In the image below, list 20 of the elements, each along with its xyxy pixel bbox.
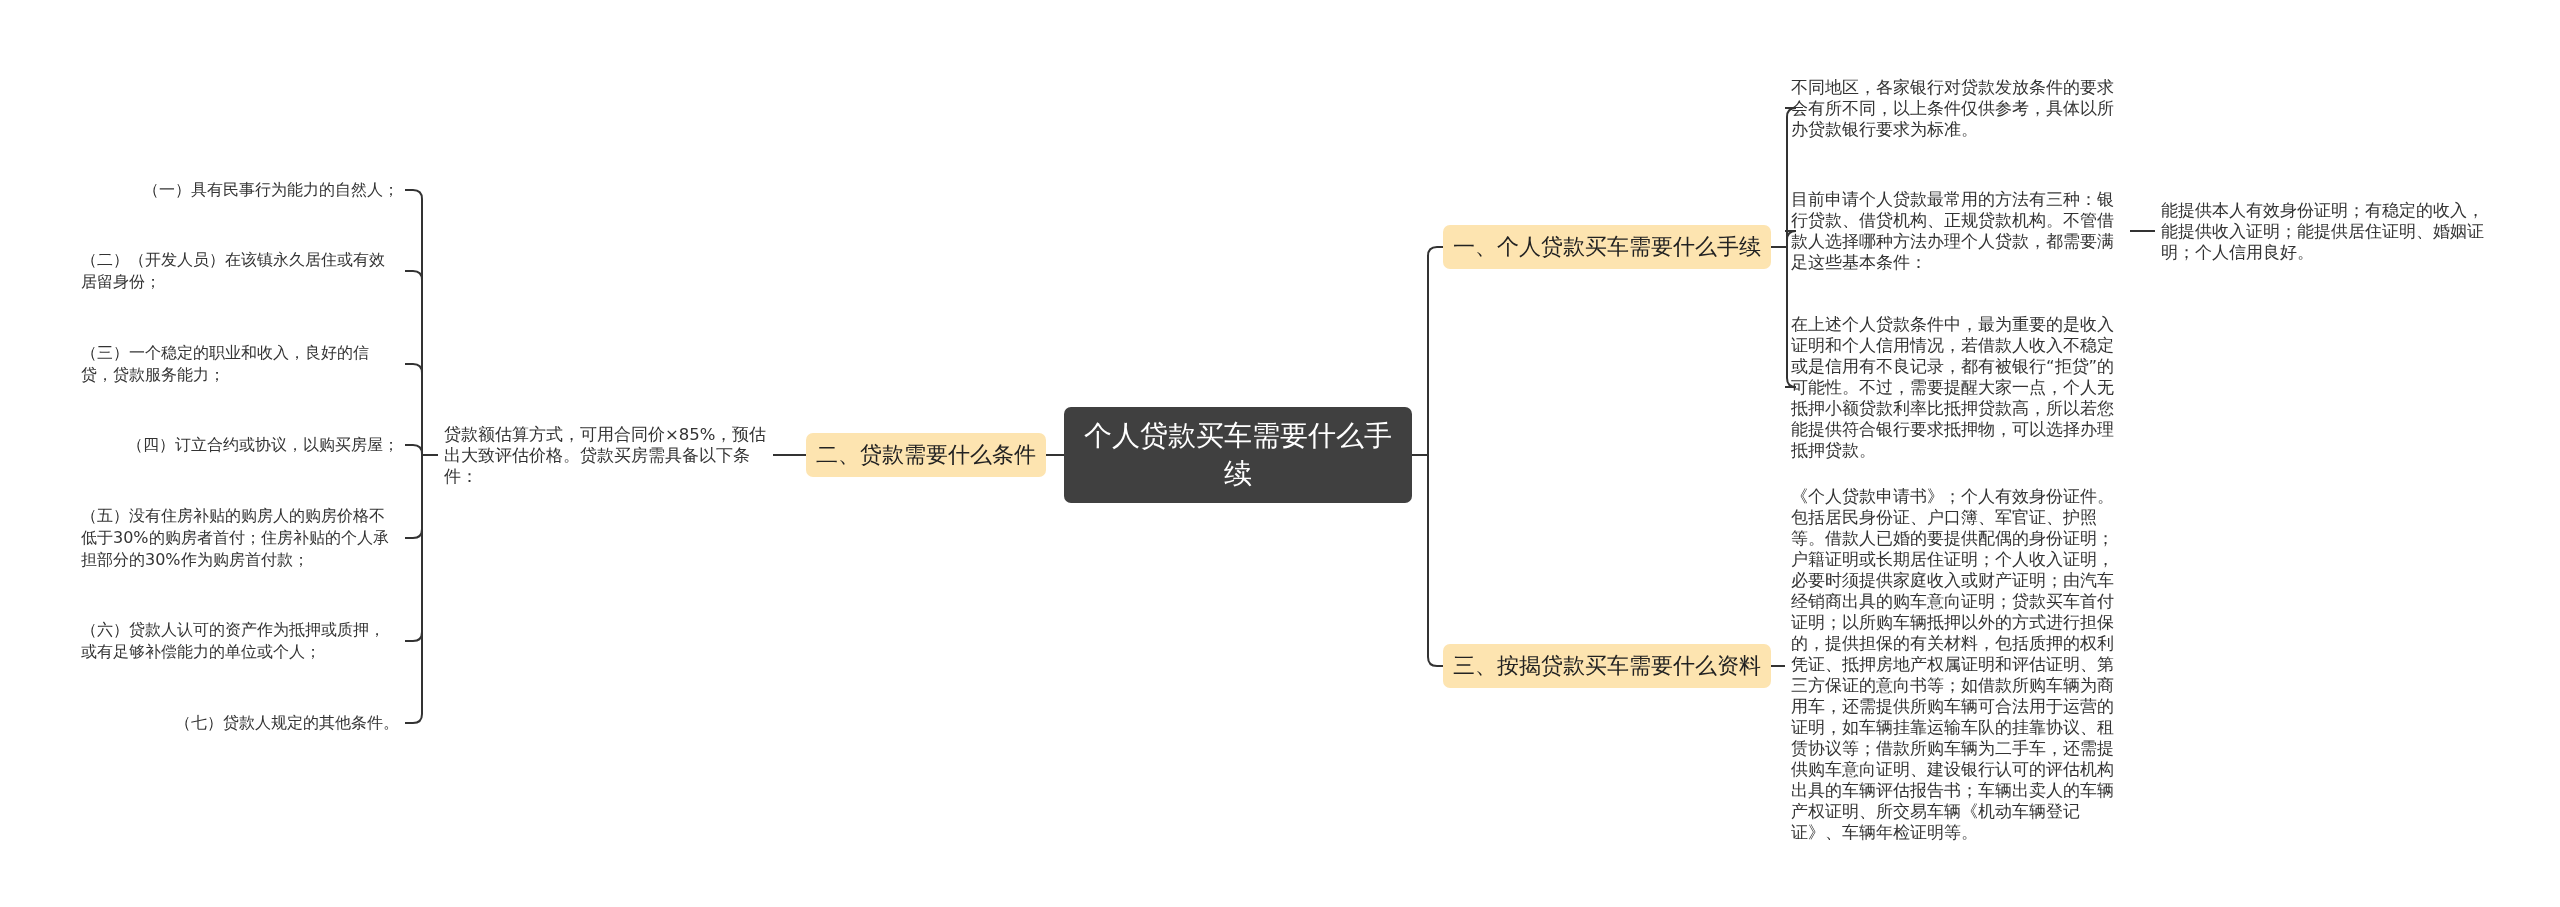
central-topic: 个人贷款买车需要什么手续 xyxy=(1064,407,1412,503)
note-text: 在上述个人贷款条件中，最为重要的是收入证明和个人信用情况，若借款人收入不稳定或是信用有不良记录，都有被银行“拒贷”的可能性。不过，需要提醒大家一点，个人无抵押小额贷款利率比抵押贷款高，所以若您能提供符合银行要求抵押物，可以选择办理抵押贷款。 xyxy=(1785,311,2130,463)
connector-line xyxy=(1045,454,1065,456)
connector-line xyxy=(2129,230,2156,232)
note-text: 能提供本人有效身份证明；有稳定的收入，能提供收入证明；能提供居住证明、婚姻证明；个人信用良好。 xyxy=(2155,197,2505,265)
connector-line xyxy=(1770,665,1786,667)
note-text: （二）（开发人员）在该镇永久居住或有效居留身份； xyxy=(75,247,405,295)
note-text: （七）贷款人规定的其他条件。 xyxy=(169,710,405,736)
note-text: 目前申请个人贷款最常用的方法有三种：银行贷款、借贷机构、正规贷款机构。不管借款人选择哪种方法办理个人贷款，都需要满足这些基本条件： xyxy=(1785,187,2130,275)
connector-line xyxy=(772,454,807,456)
topic-box: 二、贷款需要什么条件 xyxy=(806,433,1046,477)
note-text: 贷款额估算方式，可用合同价×85%，预估出大致评估价格。贷款买房需具备以下条件： xyxy=(438,421,773,489)
note-text: （三）一个稳定的职业和收入，良好的信贷，贷款服务能力； xyxy=(75,340,405,388)
note-text: （五）没有住房补贴的购房人的购房价格不低于30%的购房者首付；住房补贴的个人承担部分的30%作为购房首付款； xyxy=(75,503,405,573)
topic-box: 三、按揭贷款买车需要什么资料 xyxy=(1443,644,1771,688)
note-text: （六）贷款人认可的资产作为抵押或质押，或有足够补偿能力的单位或个人； xyxy=(75,617,405,665)
note-text: （四）订立合约或协议，以购买房屋； xyxy=(121,432,405,458)
topic-box: 一、个人贷款买车需要什么手续 xyxy=(1443,225,1771,269)
note-text: （一）具有民事行为能力的自然人； xyxy=(137,177,405,203)
note-text: 《个人贷款申请书》；个人有效身份证件。包括居民身份证、户口簿、军官证、护照等。借款人已婚的要提供配偶的身份证明；户籍证明或长期居住证明；个人收入证明，必要时须提供家庭收入或财产证明；由汽车经销商出具的购车意向证明；贷款买车首付证明；以所购车辆抵押以外的方式进行担保的，提供担保的有关材料，包括质押的权利凭证、抵押房地产权属证明和评估证明、第三方保证的意向书等；如借款所购车辆为商用车，还需提供所购车辆可合法用于运营的证明，如车辆挂靠运输车队的挂靠协议、租赁协议等；借款所购车辆为二手车，还需提供购车意向证明、建设银行认可的评估机构出具的车辆评估报告书；车辆出卖人的车辆产权证明、所交易车辆《机动车辆登记证》、车辆年检证明等。 xyxy=(1785,483,2130,845)
